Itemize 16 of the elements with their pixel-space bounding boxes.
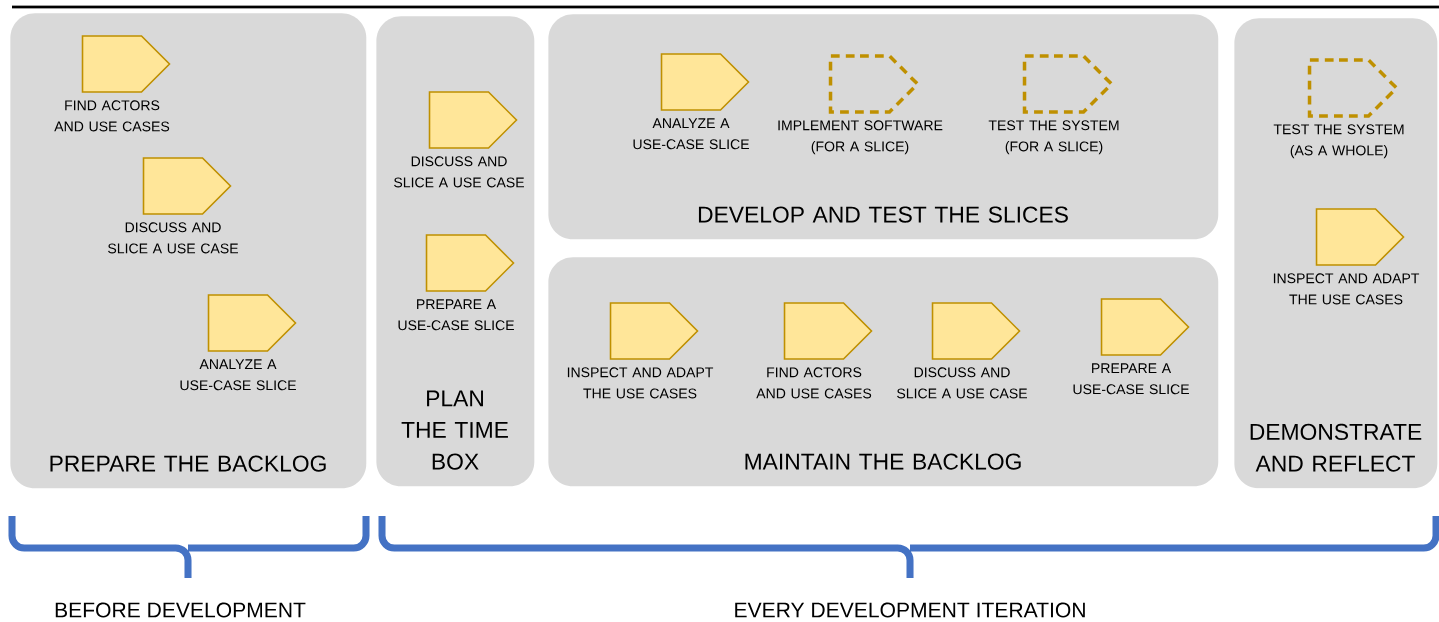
bracket-label: EVERY DEVELOPMENT ITERATION (735, 602, 1085, 618)
step-label: INSPECT AND ADAPT THE USE CASES (567, 367, 714, 399)
step-label: FIND ACTORS AND USE CASES (756, 367, 872, 399)
step-label: INSPECT AND ADAPT THE USE CASES (1273, 273, 1420, 305)
step-label: DISCUSS AND SLICE A USE CASE (897, 367, 1027, 399)
step-label: PREPARE A USE-CASE SLICE (398, 299, 514, 331)
step-label: DISCUSS AND SLICE A USE CASE (394, 156, 524, 188)
step-label: DISCUSS AND SLICE A USE CASE (108, 222, 238, 254)
step-label: TEST THE SYSTEM (FOR A SLICE) (988, 120, 1119, 155)
step-label: ANALYZE A USE-CASE SLICE (633, 118, 749, 150)
step-label: TEST THE SYSTEM (AS A WHOLE) (1273, 124, 1404, 159)
step-label: PREPARE A USE-CASE SLICE (1073, 363, 1189, 395)
bracket-label: BEFORE DEVELOPMENT (55, 602, 306, 618)
step-label: ANALYZE A USE-CASE SLICE (180, 359, 296, 391)
step-label: FIND ACTORS AND USE CASES (54, 100, 170, 132)
step-label: IMPLEMENT SOFTWARE (FOR A SLICE) (778, 120, 943, 155)
